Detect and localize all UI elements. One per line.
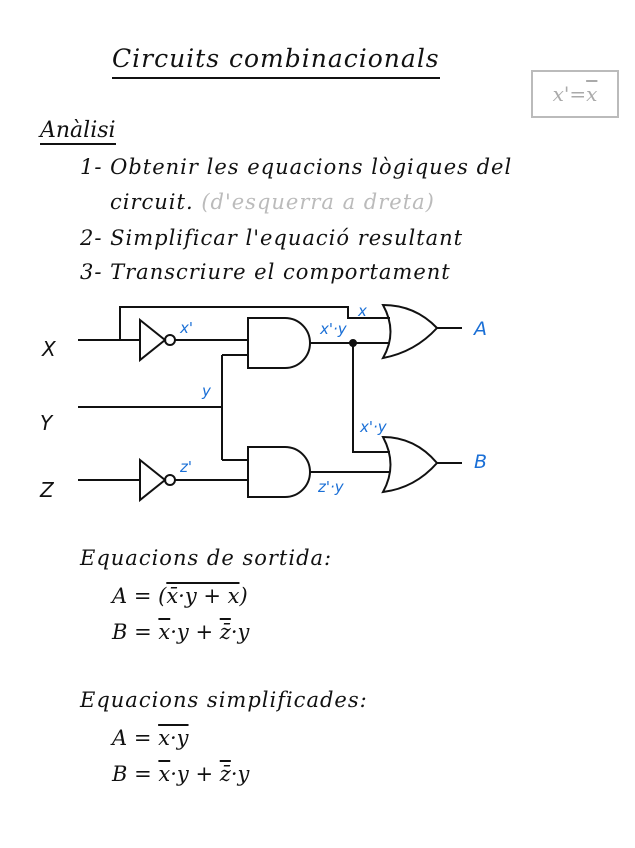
step-1: 1- Obtenir les equacions lògiques del [80, 155, 513, 179]
seq-a-prefix: A = [112, 726, 159, 750]
seq-b-prefix: B = [112, 762, 159, 786]
wire-y [78, 354, 248, 461]
simplified-equation-b: B = x·y + z̄·y [112, 762, 249, 786]
not-x-bubble [164, 334, 176, 346]
junction [349, 339, 357, 347]
not-x [139, 317, 167, 363]
seq-a-bar: x·y [158, 726, 189, 750]
eq-b-prefix: B = [112, 620, 159, 644]
and-gate-2 [247, 446, 311, 498]
or-gate-2 [381, 435, 439, 494]
note-box: x' = x [531, 70, 619, 118]
label-and1: x'·y [319, 320, 348, 338]
seq-b-x: x [158, 762, 171, 786]
note-lhs: x' [552, 82, 570, 106]
equation-a: A = (x̄·y + x) [112, 584, 248, 608]
simplified-equation-a: A = x·y [112, 726, 189, 750]
note-rhs: x [586, 82, 598, 106]
input-y: Y [40, 411, 54, 435]
label-and1-b: x'·y [359, 418, 388, 436]
label-and2: z'·y [317, 478, 345, 496]
equation-b: B = x·y + z̄·y [112, 620, 249, 644]
label-z-not: z' [179, 458, 192, 476]
and-gate-1 [247, 317, 311, 369]
output-equations-heading: Equacions de sortida: [80, 546, 333, 570]
eq-b-z: z̄ [219, 620, 231, 644]
eq-b-mid: ·y + [170, 620, 220, 644]
output-a: A [472, 318, 487, 340]
label-y: y [201, 382, 212, 400]
seq-b-mid: ·y + [170, 762, 220, 786]
output-b: B [474, 451, 487, 473]
label-x-not: x' [179, 319, 193, 337]
eq-a-bar: x̄·y + x [166, 584, 240, 608]
simplified-equations-heading: Equacions simplificades: [80, 688, 368, 712]
eq-b-end: ·y [230, 620, 250, 644]
wire-outputs [437, 327, 462, 464]
seq-b-end: ·y [230, 762, 250, 786]
page-title: Circuits combinacionals [112, 44, 440, 79]
eq-a-suffix: ) [239, 584, 248, 608]
step-3: 3- Transcriure el comportament [80, 260, 451, 284]
step-1-cont: circuit. (d'esquerra a dreta) [110, 190, 435, 214]
or-gate-1 [381, 303, 439, 360]
step-1-hint: (d'esquerra a dreta) [201, 190, 435, 214]
step-1-cont-text: circuit. [110, 190, 194, 214]
input-z: Z [39, 478, 55, 502]
not-z-bubble [164, 474, 176, 486]
eq-a-prefix: A = ( [112, 584, 167, 608]
seq-b-z: z̄ [219, 762, 231, 786]
not-z [139, 457, 167, 503]
input-x: X [41, 337, 57, 361]
section-heading: Anàlisi [40, 118, 116, 145]
note-eq: = [569, 82, 587, 106]
wire-x [78, 306, 390, 341]
label-x: x [357, 302, 367, 320]
eq-b-x: x [158, 620, 171, 644]
step-2: 2- Simplificar l'equació resultant [80, 226, 464, 250]
